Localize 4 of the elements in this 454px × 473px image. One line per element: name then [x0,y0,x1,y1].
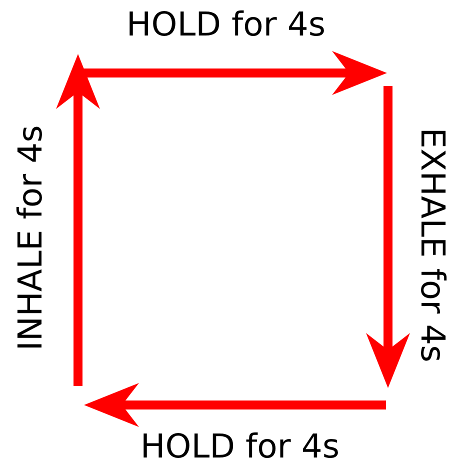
phase-label: HOLD for 4s [126,8,326,40]
phase-label: HOLD for 4s [140,430,340,462]
phase-label: INHALE for 4s [14,125,46,351]
phase-label: EXHALE for 4s [416,128,450,362]
